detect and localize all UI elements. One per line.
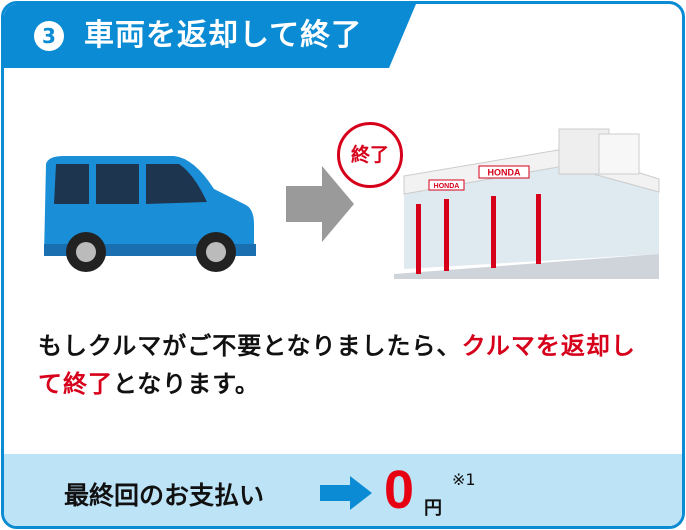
finish-badge: 終了 (337, 122, 403, 188)
step-number-badge: 3 (34, 21, 64, 51)
footnote-marker: ※1 (452, 470, 476, 489)
final-payment-band: 最終回のお支払い 0 円 ※1 (4, 454, 682, 526)
illustration: HONDA HONDA (4, 104, 682, 294)
header-tab-shape (4, 4, 416, 68)
illustration-svg: HONDA HONDA (44, 128, 660, 279)
building-sign-main: HONDA (488, 168, 521, 178)
description-text: もしクルマがご不要となりましたら、クルマを返却して終了となります。 (38, 327, 658, 403)
message-part2: となります。 (113, 370, 260, 398)
building-sign-side: HONDA (434, 183, 460, 190)
van-image (44, 156, 256, 272)
dealership-building-image: HONDA HONDA (394, 128, 660, 279)
arrow-right-icon (320, 476, 372, 510)
arrow-right-icon (286, 166, 354, 242)
step-title: 車両を返却して終了 (84, 18, 363, 53)
message-highlight: クルマを返却して終了 (38, 332, 636, 398)
step-header: 3 車両を返却して終了 (4, 4, 424, 68)
currency-unit: 円 (424, 498, 442, 519)
final-payment-label: 最終回のお支払い (64, 481, 265, 510)
final-payment-amount: 0 (384, 460, 415, 520)
message-part1: もしクルマがご不要となりましたら、 (38, 332, 462, 360)
